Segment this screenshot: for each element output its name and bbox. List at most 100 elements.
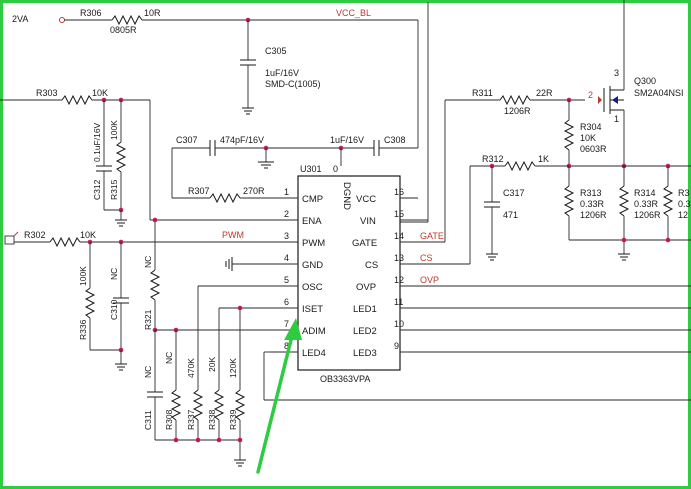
pin-num-7: 7 xyxy=(284,319,289,329)
pin-num-8: 8 xyxy=(284,341,289,351)
r3x-pkg: 12 xyxy=(678,210,688,220)
r339-value: 120K xyxy=(228,358,238,378)
pin-name-led4: LED4 xyxy=(302,348,326,359)
c305-value: 1uF/16V xyxy=(265,68,299,78)
annotation-arrow xyxy=(256,318,302,474)
pin-num-3: 3 xyxy=(284,231,289,241)
r306-pkg: 0805R xyxy=(110,25,137,35)
c305-pkg: SMD-C(1005) xyxy=(265,79,321,89)
r339-ref: R339 xyxy=(228,409,238,430)
pin-name-pwm: PWM xyxy=(302,238,325,249)
pin-num-14: 14 xyxy=(394,231,404,241)
r307-ref: R307 xyxy=(188,186,210,196)
r314-value: 0.33R xyxy=(634,199,659,209)
pin-name-led2: LED2 xyxy=(353,326,377,337)
r306-value: 10R xyxy=(144,8,161,18)
r302-ref: R302 xyxy=(24,230,46,240)
ic-part: OB3363VPA xyxy=(320,374,370,384)
pin-name-gnd: GND xyxy=(302,260,323,271)
c305-ref: C305 xyxy=(265,46,287,56)
pin-num-12: 12 xyxy=(394,275,404,285)
ic-ref: U301 xyxy=(300,164,322,174)
q300-value: SM2A04NSI xyxy=(634,88,684,98)
c310-value: NC xyxy=(109,268,119,280)
pin-name-vcc: VCC xyxy=(356,194,376,205)
ic-u301: U301 OB3363VPA DGND 1 2 3 4 5 6 7 8 CMP … xyxy=(270,164,691,384)
ic-dgnd: DGND xyxy=(341,182,352,210)
pin-name-ena: ENA xyxy=(302,216,322,227)
r307-value: 270R xyxy=(243,186,265,196)
r315-ref: R315 xyxy=(109,179,119,200)
pin-name-osc: OSC xyxy=(302,282,323,293)
pin-num-4: 4 xyxy=(284,253,289,263)
c311-value: NC xyxy=(143,366,153,378)
c307-ref: C307 xyxy=(176,135,198,145)
vcc-bl-label: VCC_BL xyxy=(336,8,371,18)
c317-ref: C317 xyxy=(503,188,525,198)
pin-name-ovp: OVP xyxy=(356,282,376,293)
r338-ref: R338 xyxy=(207,409,217,430)
r311-pkg: 1206R xyxy=(504,106,531,116)
compensation-section: C307 474pF/16V 1uF/16V C308 0 R307 270R xyxy=(171,135,406,204)
r313-pkg: 1206R xyxy=(580,210,607,220)
q300-pin3: 3 xyxy=(614,68,619,78)
r302-value: 10K xyxy=(80,230,96,240)
c312-value: 0.1uF/16V xyxy=(92,122,102,162)
pin-num-9: 9 xyxy=(394,341,399,351)
r303-value: 10K xyxy=(92,88,108,98)
r337-ref: R337 xyxy=(186,409,196,430)
pin-num-13: 13 xyxy=(394,253,404,263)
pin-num-6: 6 xyxy=(284,297,289,307)
r321-ref: R321 xyxy=(143,309,153,330)
cs-net-label: CS xyxy=(420,253,433,263)
r311-ref: R311 xyxy=(472,88,493,98)
pin-num-2: 2 xyxy=(284,209,289,219)
pin-name-led1: LED1 xyxy=(353,304,377,315)
r311-value: 22R xyxy=(536,88,553,98)
c308-ref: C308 xyxy=(384,135,406,145)
pin-num-5: 5 xyxy=(284,275,289,285)
r313-ref: R313 xyxy=(580,188,602,198)
r306-ref: R306 xyxy=(80,8,102,18)
right-network: GATE R311 22R 1206R 2 3 1 Q300 SM2A04NSI… xyxy=(420,0,691,285)
pin-name-vin: VIN xyxy=(360,216,376,227)
r303-ref: R303 xyxy=(36,88,58,98)
r308-value: NC xyxy=(164,352,174,364)
r338-value: 20K xyxy=(207,357,217,372)
q300-pin2: 2 xyxy=(588,90,593,100)
q300-ref: Q300 xyxy=(634,76,656,86)
pin-num-11: 11 xyxy=(394,297,403,307)
c308-value: 1uF/16V xyxy=(330,135,364,145)
q300-pin1: 1 xyxy=(614,114,619,124)
r336-value: 100K xyxy=(78,266,88,286)
c310-ref: C310 xyxy=(109,299,119,320)
pin-name-cmp: CMP xyxy=(302,194,323,205)
ovp-net-label: OVP xyxy=(420,275,439,285)
c307-value: 474pF/16V xyxy=(220,135,264,145)
r321-value: NC xyxy=(143,256,153,268)
r308-ref: R308 xyxy=(164,409,174,430)
r312-ref: R312 xyxy=(482,154,504,164)
ic-right-pins: 16 15 14 13 12 11 10 9 VCC VIN GATE CS O… xyxy=(352,187,691,359)
supply-section: 2VA R306 10R 0805R VCC_BL C305 1uF/16V S… xyxy=(12,2,429,223)
dgnd-pin-num: 0 xyxy=(333,164,338,174)
pin-num-15: 15 xyxy=(394,209,404,219)
c312-ref: C312 xyxy=(92,179,102,200)
pin-name-adim: ADIM xyxy=(302,326,326,337)
pin-name-led3: LED3 xyxy=(353,348,377,359)
supply-label: 2VA xyxy=(12,14,28,24)
pin-num-10: 10 xyxy=(394,319,404,329)
r314-pkg: 1206R xyxy=(634,210,661,220)
ic-left-pins: 1 2 3 4 5 6 7 8 CMP ENA PWM GND OSC ISET… xyxy=(270,187,326,359)
pwm-net-label: PWM xyxy=(222,230,244,240)
r304-ref: R304 xyxy=(580,122,602,132)
pin-num-1: 1 xyxy=(284,187,289,197)
r3x-ref: R3 xyxy=(678,188,690,198)
r3x-value: 0.3 xyxy=(678,199,691,209)
r337-value: 470K xyxy=(186,358,196,378)
r304-value: 10K xyxy=(580,133,596,143)
pin-name-cs: CS xyxy=(365,260,378,271)
pin-name-iset: ISET xyxy=(302,304,323,315)
